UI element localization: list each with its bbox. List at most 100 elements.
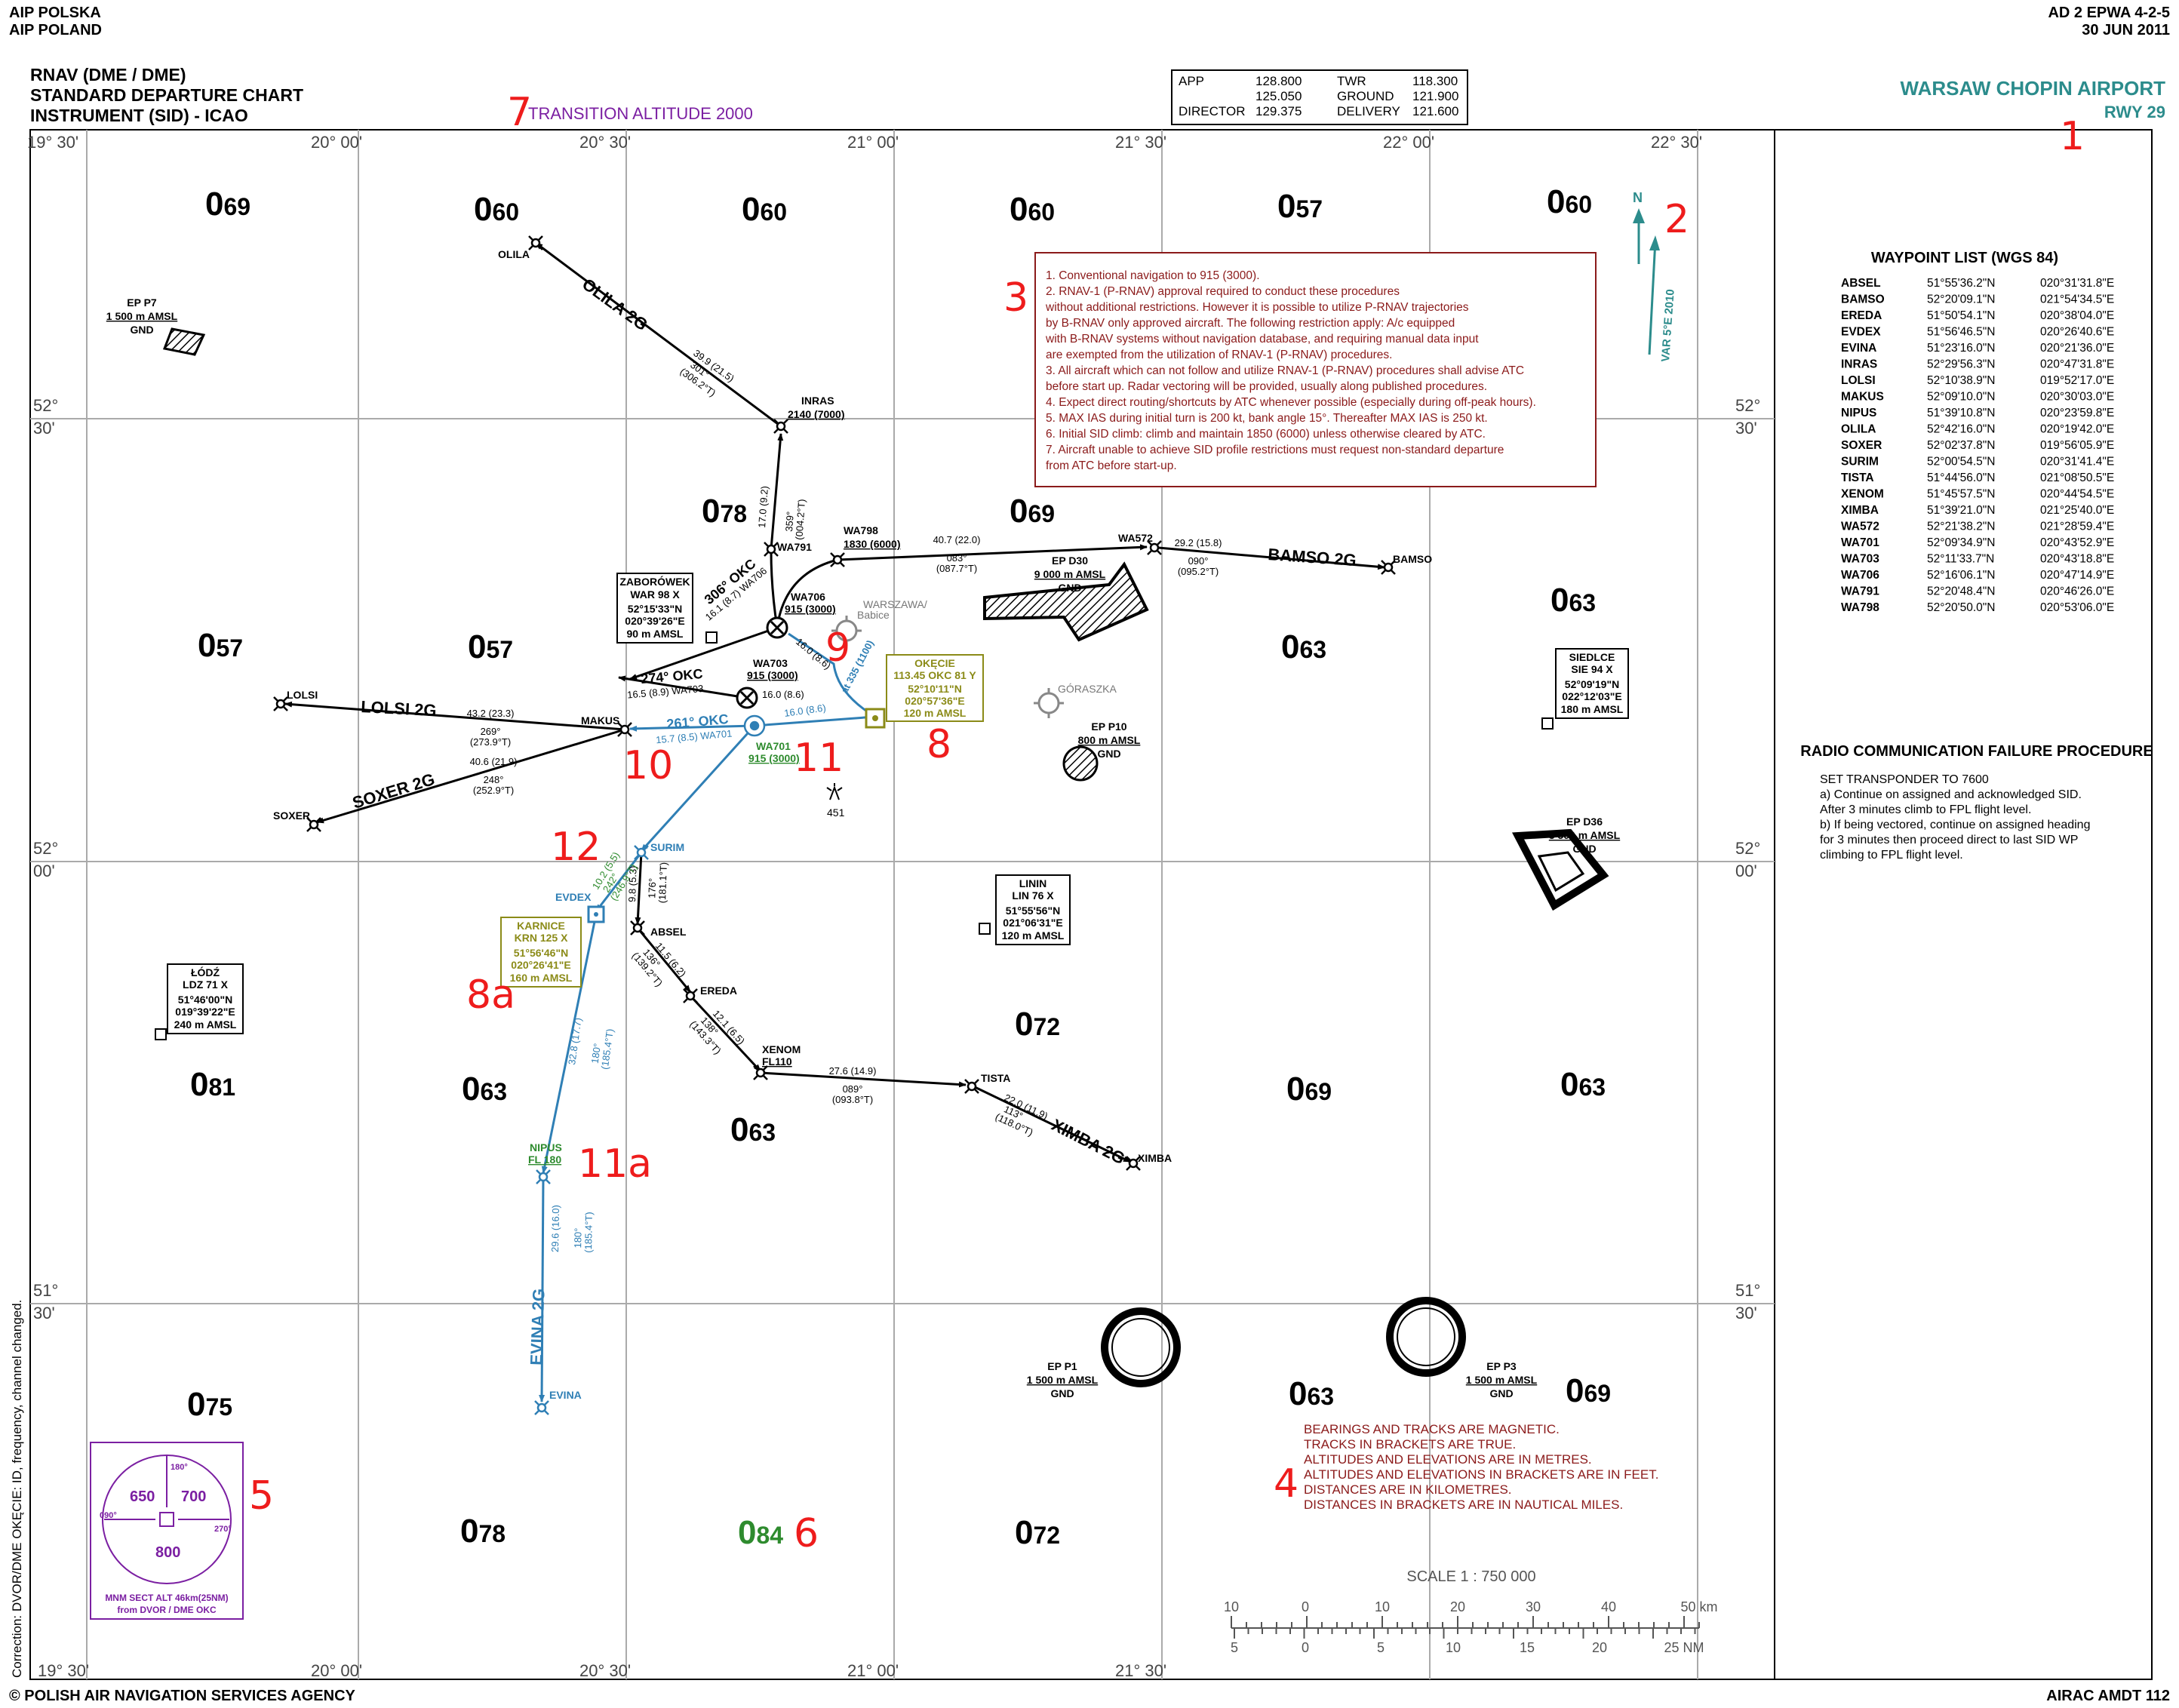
rcf-line: a) Continue on assigned and acknowledged… xyxy=(1820,788,2082,801)
area-p3-inner xyxy=(1397,1307,1455,1366)
units-line: ALTITUDES AND ELEVATIONS IN BRACKETS ARE… xyxy=(1304,1467,1658,1482)
copyright: © POLISH AIR NAVIGATION SERVICES AGENCY xyxy=(9,1688,356,1704)
svg-text:359°: 359° xyxy=(783,511,796,532)
okecie-dvor-symbol xyxy=(865,708,886,729)
p7-name: EP P7 xyxy=(127,296,157,309)
msa-cell: 057 xyxy=(198,627,243,664)
leg-evdex-nipus: 32.8 (17.7) 180° (185.4°T) xyxy=(566,1017,616,1070)
rcf-title: RADIO COMMUNICATION FAILURE PROCEDURE xyxy=(1800,743,2153,760)
babice-aerodrome-symbol xyxy=(831,616,862,646)
svg-text:(181.1°T): (181.1°T) xyxy=(656,862,669,904)
waypoint-list-name: SURIM xyxy=(1841,456,1879,468)
grid-top-7: 22° 30' xyxy=(1651,133,1702,152)
p1-name: EP P1 xyxy=(1047,1360,1077,1372)
waypoint-inras-symbol xyxy=(773,419,788,434)
chart-title: RNAV (DME / DME) STANDARD DEPARTURE CHAR… xyxy=(30,65,303,126)
waypoint-list-lon: 019°56'05.9"E xyxy=(2040,439,2114,452)
label-evina: EVINA xyxy=(549,1389,582,1401)
waypoint-list-name: EVDEX xyxy=(1841,326,1881,339)
route-olila-line xyxy=(535,241,782,428)
side-panel-frame xyxy=(1774,129,2153,1680)
p10-base: GND xyxy=(1097,748,1120,760)
okecie-elev: 120 m AMSL xyxy=(904,707,967,719)
svg-text:9.8 (5.3): 9.8 (5.3) xyxy=(626,865,639,902)
zaborowek-lat: 52°15'33"N xyxy=(628,603,682,615)
waypoint-list-lat: 52°02'37.8"N xyxy=(1927,439,1996,452)
d30-name: EP D30 xyxy=(1052,554,1088,567)
waypoint-list-title: WAYPOINT LIST (WGS 84) xyxy=(1871,250,2058,266)
svg-text:29.2 (15.8): 29.2 (15.8) xyxy=(1175,537,1222,548)
waypoint-wa701-symbol xyxy=(743,714,766,737)
airport-name: WARSAW CHOPIN AIRPORT xyxy=(1900,77,2165,100)
waypoint-list-name: WA701 xyxy=(1841,536,1879,549)
linin-dme-symbol xyxy=(979,923,991,935)
leg-wa701-data: 16.0 (8.6) xyxy=(783,702,826,719)
waypoint-list-lat: 52°09'10.0"N xyxy=(1927,391,1996,404)
lat-51-30-min-r: 30' xyxy=(1735,1304,1757,1322)
p10-limit: 800 m AMSL xyxy=(1078,734,1141,746)
lat-51-30-min: 30' xyxy=(33,1304,55,1322)
area-d36-inner xyxy=(1537,851,1585,892)
lat-51-30-deg-r: 51° xyxy=(1735,1281,1760,1300)
note-line: 4. Expect direct routing/shortcuts by AT… xyxy=(1046,396,1536,409)
label-olila: OLILA xyxy=(498,248,530,260)
leg-surim-absel: 9.8 (5.3) 176° (181.1°T) xyxy=(626,862,669,904)
scale-nm-3: 10 xyxy=(1446,1640,1461,1655)
grid-bottom-3: 20° 30' xyxy=(579,1661,631,1680)
label-goraszka: GÓRASZKA xyxy=(1058,683,1117,695)
waypoint-list-lat: 51°39'10.8"N xyxy=(1927,407,1996,419)
waypoint-makus-symbol xyxy=(617,722,632,737)
rcf-line: SET TRANSPONDER TO 7600 xyxy=(1820,773,1989,786)
blue-waypoint-symbols xyxy=(534,714,766,1415)
grid-top-2: 20° 00' xyxy=(311,133,362,152)
grid-bottom-2: 20° 00' xyxy=(311,1661,362,1680)
lat-52-00-deg: 52° xyxy=(33,839,58,858)
area-d30-shape xyxy=(983,561,1149,642)
route-surim-absel xyxy=(635,852,643,925)
waypoint-nipus-symbol xyxy=(536,1169,551,1184)
lat-52-30-min-r: 30' xyxy=(1735,419,1757,438)
linin-name: LININ xyxy=(1019,877,1047,889)
okecie-lon: 020°57'36"E xyxy=(905,695,964,707)
leg-ereda-xenom: 12.1 (6.5) 138° (143.3°T) xyxy=(687,1008,747,1056)
label-wa706-alt: 915 (3000) xyxy=(785,603,836,615)
zaborowek-lon: 020°39'26"E xyxy=(625,615,684,627)
area-p3-shape xyxy=(1386,1297,1466,1377)
waypoint-list-name: ABSEL xyxy=(1841,277,1881,290)
waypoint-list-lon: 019°52'17.0"E xyxy=(2040,374,2114,387)
msa-cell: 060 xyxy=(1010,191,1055,228)
waypoint-list-lon: 020°43'52.9"E xyxy=(2040,536,2114,549)
waypoint-wa706-symbol xyxy=(766,616,788,639)
waypoint-list-lat: 51°44'56.0"N xyxy=(1927,472,1996,484)
svg-text:(004.2°T): (004.2°T) xyxy=(793,499,807,540)
label-inras-alt: 2140 (7000) xyxy=(788,408,845,420)
okecie-name: OKĘCIE xyxy=(914,657,955,669)
leg-nipus-evina: 29.6 (16.0) 180° (185.4°T) xyxy=(549,1205,595,1253)
p7-limit: 1 500 m AMSL xyxy=(106,310,178,322)
note-line: 3. All aircraft which can not follow and… xyxy=(1046,364,1524,377)
waypoint-list-name: WA703 xyxy=(1841,553,1879,566)
svg-text:090°: 090° xyxy=(1188,555,1209,567)
goraszka-aerodrome-symbol xyxy=(1034,688,1064,718)
waypoint-list-lon: 020°21'36.0"E xyxy=(2040,342,2114,355)
frequency-box: APP DIRECTOR 128.800 125.050 129.375 TWR… xyxy=(1171,69,1468,125)
msa-cell: 063 xyxy=(1560,1066,1606,1103)
route-wa701-leg xyxy=(754,715,876,729)
waypoint-list-name: OLILA xyxy=(1841,423,1876,436)
waypoint-list-lat: 51°56'46.5"N xyxy=(1927,326,1996,339)
linin-elev: 120 m AMSL xyxy=(1002,929,1065,942)
scale-km-0: 10 xyxy=(1224,1599,1239,1614)
leg-lolsi: 43.2 (23.3) 269° (273.9°T) xyxy=(467,708,515,748)
aip-polska: AIP POLSKA xyxy=(9,5,101,21)
svg-text:(087.7°T): (087.7°T) xyxy=(936,563,977,574)
units-line: BEARINGS AND TRACKS ARE MAGNETIC. xyxy=(1304,1422,1560,1436)
label-bamso: BAMSO xyxy=(1393,553,1432,565)
siedlce-ident: SIE 94 X xyxy=(1571,663,1613,675)
rcf-line: for 3 minutes then proceed direct to las… xyxy=(1820,834,2078,846)
svg-text:32.8 (17.7): 32.8 (17.7) xyxy=(566,1017,584,1065)
note-line: 5. MAX IAS during initial turn is 200 kt… xyxy=(1046,412,1488,425)
waypoint-absel-symbol xyxy=(630,920,645,935)
lodz-box xyxy=(167,963,244,1034)
label-babice: Babice xyxy=(857,609,890,621)
svg-text:40.7 (22.0): 40.7 (22.0) xyxy=(933,534,981,545)
